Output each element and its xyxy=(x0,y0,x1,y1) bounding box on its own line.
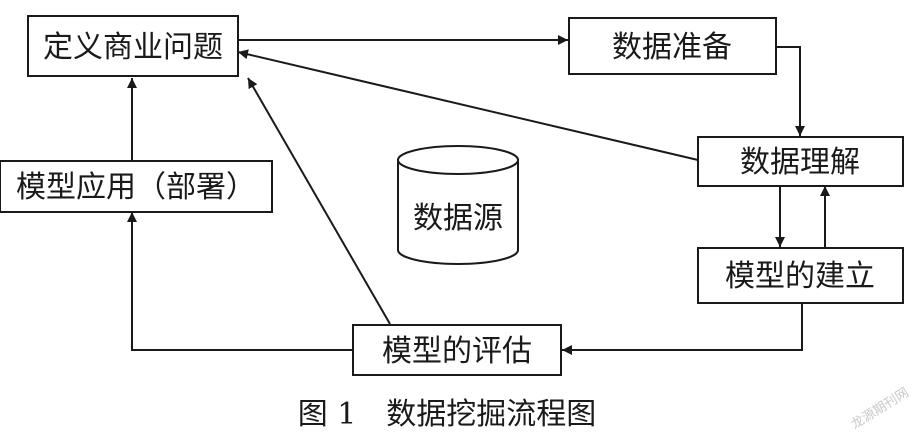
data-source-cylinder: 数据源 xyxy=(397,145,519,265)
figure-caption: 图 1 数据挖掘流程图 xyxy=(298,397,597,432)
edge-build-to-evaluate xyxy=(562,303,803,355)
edge-evaluate-to-define xyxy=(247,77,391,325)
node-model-deployment: 模型应用（部署） xyxy=(0,160,273,213)
node-data-preparation: 数据准备 xyxy=(568,17,777,75)
data-source-label: 数据源 xyxy=(413,201,503,236)
node-data-understanding: 数据理解 xyxy=(697,136,904,187)
node-model-evaluation-label: 模型的评估 xyxy=(382,334,532,369)
node-data-understanding-label: 数据理解 xyxy=(740,145,860,180)
node-model-deployment-label: 模型应用（部署） xyxy=(16,170,256,205)
node-model-building: 模型的建立 xyxy=(697,247,904,304)
node-define-business-problem: 定义商业问题 xyxy=(27,15,239,77)
edge-evaluate-to-deploy xyxy=(127,212,352,351)
watermark: 龙源期刊网 xyxy=(849,385,912,432)
edge-prepare-to-understand xyxy=(776,46,805,136)
edge-understand-to-define xyxy=(237,49,699,161)
node-model-evaluation: 模型的评估 xyxy=(352,324,562,376)
node-define-business-problem-label: 定义商业问题 xyxy=(43,30,223,65)
node-data-preparation-label: 数据准备 xyxy=(612,30,732,65)
node-model-building-label: 模型的建立 xyxy=(725,259,875,294)
